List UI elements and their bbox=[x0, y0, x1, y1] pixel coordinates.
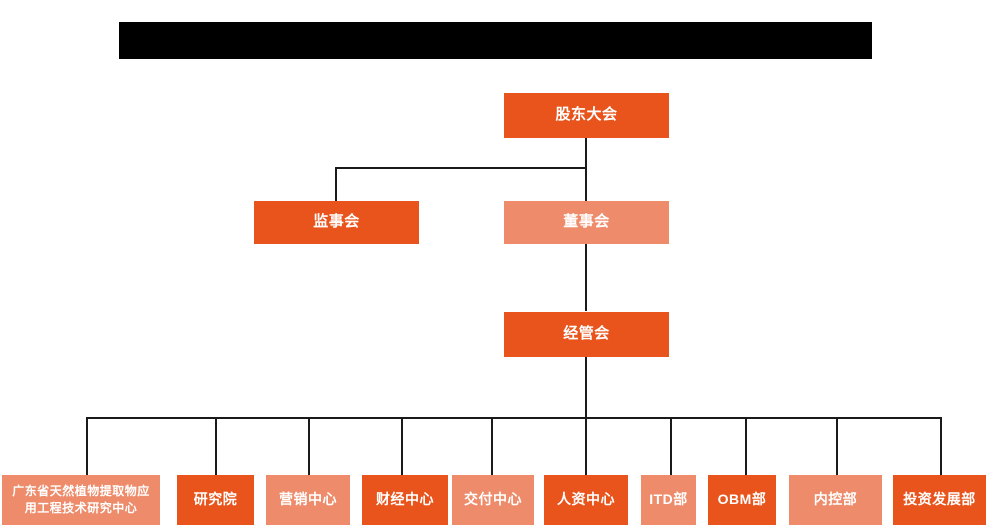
connector-drop-research-institute bbox=[215, 417, 217, 475]
node-label-hr-center: 人资中心 bbox=[557, 491, 615, 508]
node-investment-development-department[interactable]: 投资发展部 bbox=[893, 475, 986, 525]
connector-management-down bbox=[585, 357, 587, 419]
node-internal-control-department[interactable]: 内控部 bbox=[789, 475, 882, 525]
node-board-of-directors[interactable]: 董事会 bbox=[504, 201, 669, 244]
connector-drop-marketing-center bbox=[308, 417, 310, 475]
node-label-management-committee: 经管会 bbox=[563, 325, 610, 343]
node-label-internal-control-department: 内控部 bbox=[813, 491, 858, 508]
connector-drop-itd bbox=[670, 417, 672, 475]
connector-drop-internal-control bbox=[836, 417, 838, 475]
connector-drop-finance-center bbox=[401, 417, 403, 475]
connector-directors-to-management bbox=[585, 243, 587, 311]
node-obm-department[interactable]: OBM部 bbox=[708, 475, 776, 525]
connector-drop-obm bbox=[745, 417, 747, 475]
node-label-research-center-line1: 广东省天然植物提取物应 bbox=[12, 483, 150, 498]
node-itd-department[interactable]: ITD部 bbox=[641, 475, 696, 525]
connector-departments-bus bbox=[86, 417, 942, 419]
node-shareholders-meeting[interactable]: 股东大会 bbox=[504, 93, 669, 138]
node-hr-center[interactable]: 人资中心 bbox=[544, 475, 628, 525]
node-research-institute[interactable]: 研究院 bbox=[177, 475, 254, 525]
node-finance-center[interactable]: 财经中心 bbox=[362, 475, 448, 525]
node-marketing-center[interactable]: 营销中心 bbox=[266, 475, 350, 525]
node-management-committee[interactable]: 经管会 bbox=[504, 312, 669, 357]
node-label-shareholders-meeting: 股东大会 bbox=[555, 106, 618, 124]
node-label-itd-department: ITD部 bbox=[649, 491, 688, 508]
node-label-board-of-directors: 董事会 bbox=[563, 213, 610, 231]
connector-drop-delivery-center bbox=[491, 417, 493, 475]
connector-to-supervisors bbox=[335, 167, 337, 201]
node-label-board-of-supervisors: 监事会 bbox=[313, 213, 360, 231]
node-label-research-center: 广东省天然植物提取物应 用工程技术研究中心 bbox=[8, 483, 154, 518]
connector-shareholders-down bbox=[585, 138, 587, 168]
node-label-research-institute: 研究院 bbox=[193, 491, 238, 508]
node-label-obm-department: OBM部 bbox=[717, 491, 767, 508]
connector-level2-bus bbox=[335, 167, 587, 169]
node-label-marketing-center: 营销中心 bbox=[279, 491, 337, 508]
redacted-title-bar bbox=[119, 22, 872, 59]
connector-drop-hr-center bbox=[585, 417, 587, 475]
connector-drop-research-center bbox=[86, 417, 88, 475]
connector-to-directors bbox=[585, 167, 587, 201]
node-label-investment-development-department: 投资发展部 bbox=[903, 491, 976, 508]
node-label-delivery-center: 交付中心 bbox=[464, 491, 522, 508]
node-board-of-supervisors[interactable]: 监事会 bbox=[254, 201, 419, 244]
node-delivery-center[interactable]: 交付中心 bbox=[452, 475, 534, 525]
node-research-center[interactable]: 广东省天然植物提取物应 用工程技术研究中心 bbox=[2, 475, 160, 525]
node-label-finance-center: 财经中心 bbox=[376, 491, 434, 508]
node-label-research-center-line2: 用工程技术研究中心 bbox=[24, 501, 138, 515]
connector-drop-investment-development bbox=[940, 417, 942, 475]
